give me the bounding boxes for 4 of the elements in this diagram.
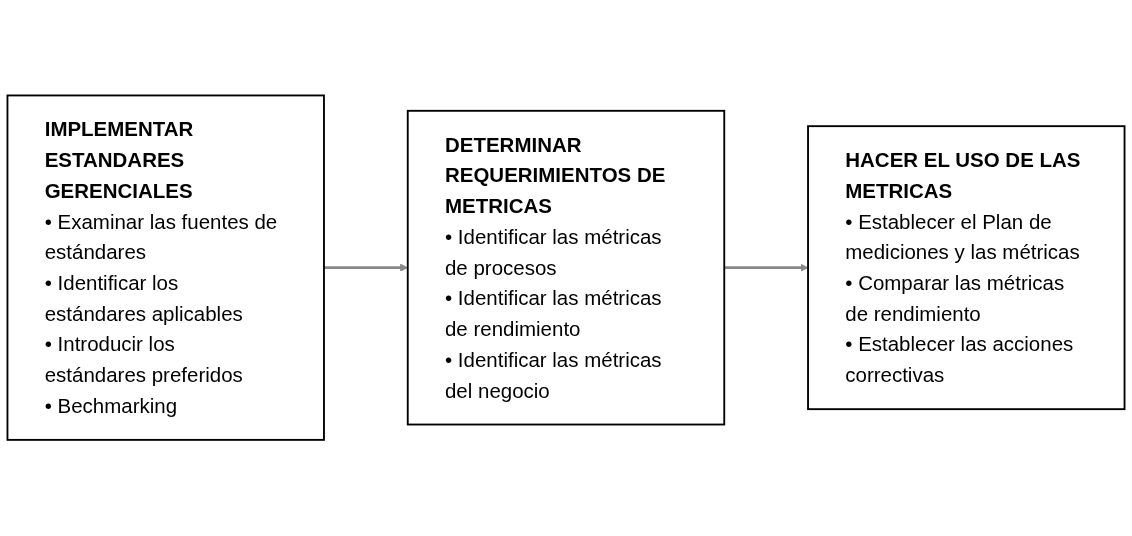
node-box: HACER EL USO DE LAS METRICAS • Establecer el Plan de mediciones y las métricas • Comparar las métricas de rendimiento • Establecer las acciones correctivas (807, 125, 1126, 411)
node-box: IMPLEMENTAR ESTANDARES GERENCIALES • Examinar las fuentes de estándares • Identificar los estándares aplicables • Introducir los estándares preferidos • Bechmarking (6, 94, 325, 442)
arrow (724, 263, 809, 273)
node-box: DETERMINAR REQUERIMIENTOS DE METRICAS • Identificar las métricas de procesos • Identificar las métricas de rendimiento • Identificar las métricas del negocio (406, 110, 726, 426)
